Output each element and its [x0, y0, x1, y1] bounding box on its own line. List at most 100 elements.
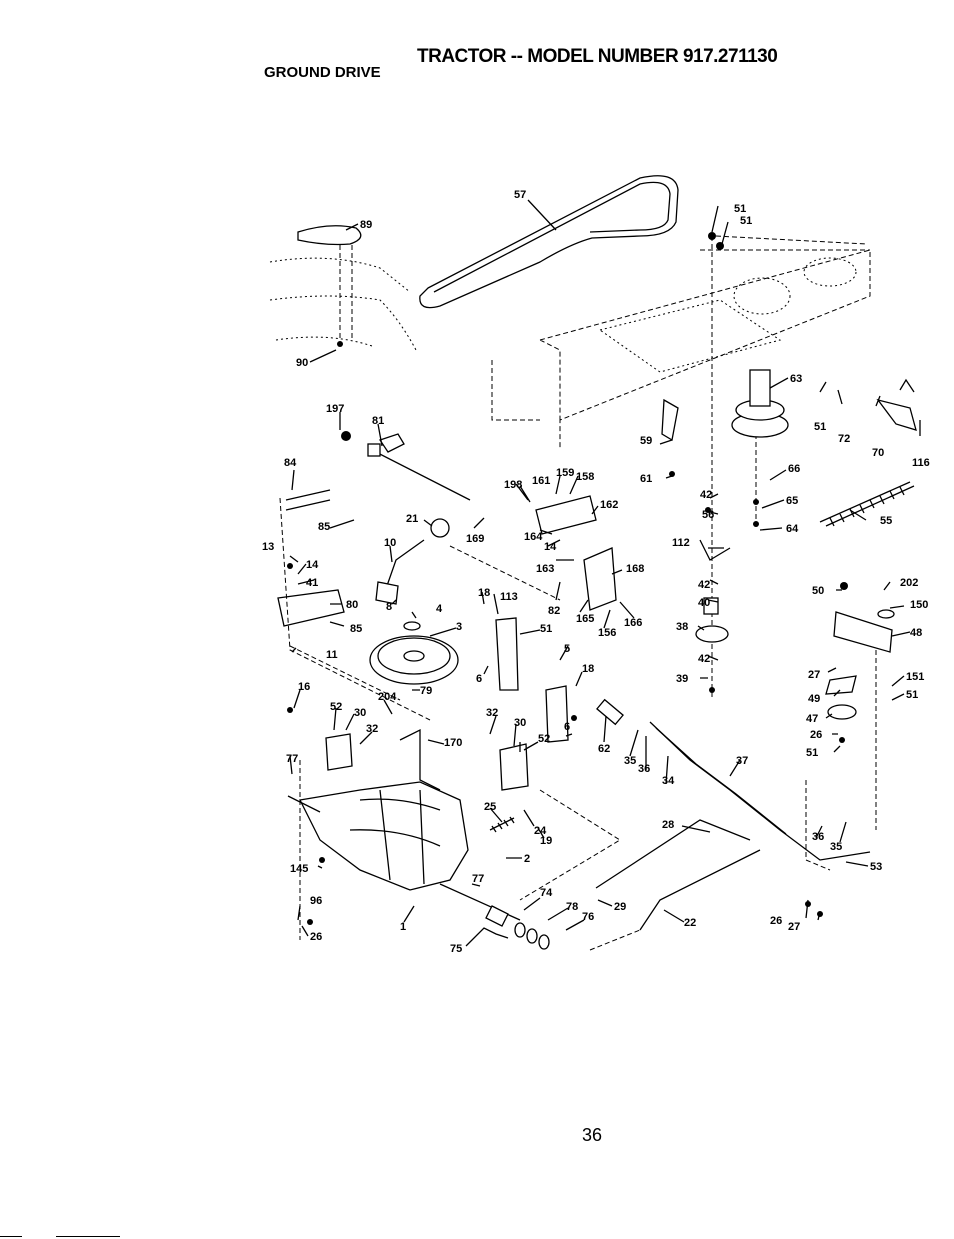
callout-74: 74: [540, 887, 553, 899]
callout-42-b: 42: [698, 579, 710, 591]
page-number: 36: [582, 1125, 603, 1145]
callout-42-a: 42: [700, 489, 712, 501]
callout-26-a: 26: [810, 729, 822, 741]
callout-24: 24: [534, 825, 547, 837]
callout-35-b: 35: [830, 841, 842, 853]
transaxle-pulley-3: [369, 635, 459, 685]
callout-51-b: 51: [740, 215, 752, 227]
callout-166: 166: [624, 617, 642, 629]
callout-27-a: 27: [808, 669, 820, 681]
callout-26-b: 26: [310, 931, 322, 943]
callout-116: 116: [912, 457, 930, 469]
callout-51-e: 51: [906, 689, 918, 701]
callout-27-b: 27: [788, 921, 800, 933]
callout-75: 75: [450, 943, 462, 955]
callout-28: 28: [662, 819, 674, 831]
callout-90: 90: [296, 357, 308, 369]
callout-164: 164: [524, 531, 543, 543]
idler-arm-48: [833, 611, 893, 653]
callout-34: 34: [662, 775, 675, 787]
control-shaft-81: [371, 449, 471, 501]
callout-63: 63: [790, 373, 802, 385]
callout-37: 37: [736, 755, 748, 767]
callout-198: 198: [504, 479, 522, 491]
callout-16: 16: [298, 681, 310, 693]
callout-51-c: 51: [814, 421, 826, 433]
callout-41: 112: [672, 537, 690, 549]
callout-11: 11: [326, 649, 338, 661]
callout-77-b: 77: [472, 873, 484, 885]
callout-3: 3: [456, 621, 462, 633]
callout-66: 66: [788, 463, 800, 475]
callout-170: 170: [444, 737, 462, 749]
page-title: TRACTOR -- MODEL NUMBER 917.271130: [417, 46, 778, 67]
callout-8: 8: [386, 601, 392, 613]
callout-26-c: 26: [770, 915, 782, 927]
transaxle-1: [299, 781, 469, 891]
callout-89: 89: [360, 219, 372, 231]
brake-rod-28: [595, 819, 751, 889]
callout-51-d: 51: [540, 623, 552, 635]
callout-72: 72: [838, 433, 850, 445]
callout-32-b: 32: [486, 707, 498, 719]
callout-47: 47: [806, 713, 818, 725]
callout-76: 76: [582, 911, 594, 923]
callout-158: 158: [576, 471, 594, 483]
callout-19: 19: [540, 835, 552, 847]
callout-165: 165: [576, 613, 594, 625]
callout-5: 5: [564, 643, 570, 655]
callout-36-b: 36: [812, 831, 824, 843]
callout-55: 55: [880, 515, 892, 527]
shift-rod-34: [649, 721, 871, 861]
callout-112: 41: [306, 577, 318, 589]
callout-1: 1: [400, 921, 406, 933]
callout-49: 49: [808, 693, 820, 705]
callout-163: 163: [536, 563, 554, 575]
callout-4: 4: [436, 603, 443, 615]
callout-13: 13: [262, 541, 274, 553]
callout-42-c: 42: [698, 653, 710, 665]
callout-168: 168: [626, 563, 644, 575]
callout-21: 21: [406, 513, 418, 525]
callout-204: 204: [378, 691, 397, 703]
callout-62: 62: [598, 743, 610, 755]
callout-52-a: 52: [330, 701, 342, 713]
callout-61: 61: [640, 473, 652, 485]
callout-78: 78: [566, 901, 578, 913]
callout-18-a: 18: [478, 587, 490, 599]
bracket-80: [277, 589, 345, 627]
callout-38: 38: [676, 621, 688, 633]
callout-113: 113: [500, 591, 518, 603]
callout-36-a: 36: [638, 763, 650, 775]
callout-48: 48: [910, 627, 922, 639]
callout-51-a: 51: [734, 203, 746, 215]
callout-79: 79: [420, 685, 432, 697]
spring-55: [819, 481, 915, 527]
callout-32-a: 32: [366, 723, 378, 735]
callout-22: 22: [684, 917, 696, 929]
callout-70: 70: [872, 447, 884, 459]
footer-rule-left: [0, 1236, 22, 1237]
callout-40: 40: [698, 597, 710, 609]
callout-150: 150: [910, 599, 928, 611]
callout-57: 57: [514, 189, 526, 201]
callout-85-a: 85: [318, 521, 330, 533]
callout-50: 50: [812, 585, 824, 597]
callout-84: 84: [284, 457, 297, 469]
callout-85-b: 85: [350, 623, 362, 635]
callout-29: 29: [614, 901, 626, 913]
callout-2: 2: [524, 853, 530, 865]
callout-6-a: 6: [476, 673, 482, 685]
callout-6-b: 6: [564, 721, 570, 733]
footer-rule-right: [56, 1236, 120, 1237]
callout-80: 80: [346, 599, 358, 611]
tractor-frame: [491, 235, 871, 450]
callout-64: 64: [786, 523, 799, 535]
callout-156: 156: [598, 627, 616, 639]
callout-159: 159: [556, 467, 574, 479]
callout-14-b: 14: [306, 559, 319, 571]
callout-51-f: 51: [806, 747, 818, 759]
callout-56: 56: [702, 509, 714, 521]
callout-39: 39: [676, 673, 688, 685]
